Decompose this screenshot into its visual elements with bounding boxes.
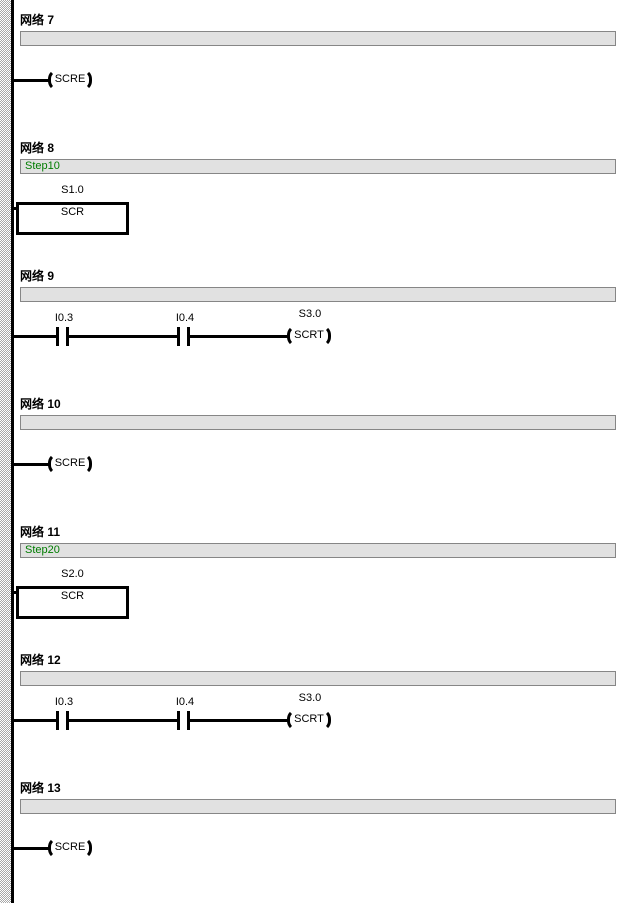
- scr-instruction-box[interactable]: SCR: [16, 202, 129, 235]
- network-comment-bar[interactable]: [20, 671, 616, 686]
- rung-wire: [11, 719, 57, 722]
- rung-wire: [11, 463, 49, 466]
- contact-bar-right[interactable]: [66, 327, 69, 346]
- contact-bar-right[interactable]: [187, 327, 190, 346]
- network-label: 网络 9: [20, 269, 55, 283]
- network-label: 网络 12: [20, 653, 61, 667]
- coil-scre[interactable]: SCRE: [48, 837, 92, 859]
- network-label: 网络 7: [20, 13, 55, 27]
- rung-wire: [11, 847, 49, 850]
- left-power-rail: [11, 0, 14, 903]
- network-label: 网络 11: [20, 525, 61, 539]
- coil-label: SCRT: [294, 329, 324, 341]
- coil-left-paren-icon: [48, 69, 58, 91]
- contact-operand-label: I0.3: [54, 696, 74, 708]
- coil-right-paren-icon: [321, 325, 331, 347]
- contact-bar-left[interactable]: [177, 327, 180, 346]
- rung-wire: [189, 719, 288, 722]
- contact-operand-label: I0.3: [54, 312, 74, 324]
- coil-operand-label: S3.0: [298, 692, 322, 704]
- coil-left-paren-icon: [287, 709, 297, 731]
- network-comment-text: Step10: [25, 160, 60, 172]
- coil-label: SCRE: [54, 457, 86, 469]
- contact-bar-left[interactable]: [56, 711, 59, 730]
- rung-wire: [11, 79, 49, 82]
- contact-operand-label: I0.4: [175, 312, 195, 324]
- rung-wire: [68, 719, 178, 722]
- box-operand-label: S1.0: [61, 184, 84, 196]
- coil-operand-label: S3.0: [298, 308, 322, 320]
- coil-right-paren-icon: [82, 69, 92, 91]
- rung-wire: [11, 591, 19, 594]
- network-comment-bar[interactable]: Step10: [20, 159, 616, 174]
- contact-operand-label: I0.4: [175, 696, 195, 708]
- contact-bar-right[interactable]: [66, 711, 69, 730]
- network-comment-bar[interactable]: [20, 287, 616, 302]
- scr-box-label: SCR: [60, 206, 85, 218]
- scr-instruction-box[interactable]: SCR: [16, 586, 129, 619]
- network-comment-bar[interactable]: [20, 415, 616, 430]
- coil-scrt[interactable]: SCRT: [287, 325, 331, 347]
- coil-label: SCRE: [54, 841, 86, 853]
- contact-bar-left[interactable]: [177, 711, 180, 730]
- rung-wire: [11, 207, 19, 210]
- coil-left-paren-icon: [48, 453, 58, 475]
- rung-wire: [11, 335, 57, 338]
- rung-wire: [68, 335, 178, 338]
- coil-left-paren-icon: [287, 325, 297, 347]
- coil-scrt[interactable]: SCRT: [287, 709, 331, 731]
- scr-box-label: SCR: [60, 590, 85, 602]
- coil-label: SCRE: [54, 73, 86, 85]
- box-operand-label: S2.0: [61, 568, 84, 580]
- contact-bar-right[interactable]: [187, 711, 190, 730]
- network-label: 网络 8: [20, 141, 55, 155]
- network-comment-bar[interactable]: [20, 799, 616, 814]
- contact-bar-left[interactable]: [56, 327, 59, 346]
- coil-scre[interactable]: SCRE: [48, 453, 92, 475]
- vertical-scrollbar-trough[interactable]: [0, 0, 11, 903]
- coil-scre[interactable]: SCRE: [48, 69, 92, 91]
- coil-label: SCRT: [294, 713, 324, 725]
- ladder-diagram-canvas[interactable]: 网络 7 SCRE 网络 8 Step10 S1.0 SCR 网络 9: [11, 0, 621, 903]
- network-label: 网络 10: [20, 397, 61, 411]
- network-label: 网络 13: [20, 781, 61, 795]
- coil-right-paren-icon: [321, 709, 331, 731]
- coil-right-paren-icon: [82, 837, 92, 859]
- network-comment-text: Step20: [25, 544, 60, 556]
- coil-right-paren-icon: [82, 453, 92, 475]
- network-comment-bar[interactable]: [20, 31, 616, 46]
- coil-left-paren-icon: [48, 837, 58, 859]
- rung-wire: [189, 335, 288, 338]
- network-comment-bar[interactable]: Step20: [20, 543, 616, 558]
